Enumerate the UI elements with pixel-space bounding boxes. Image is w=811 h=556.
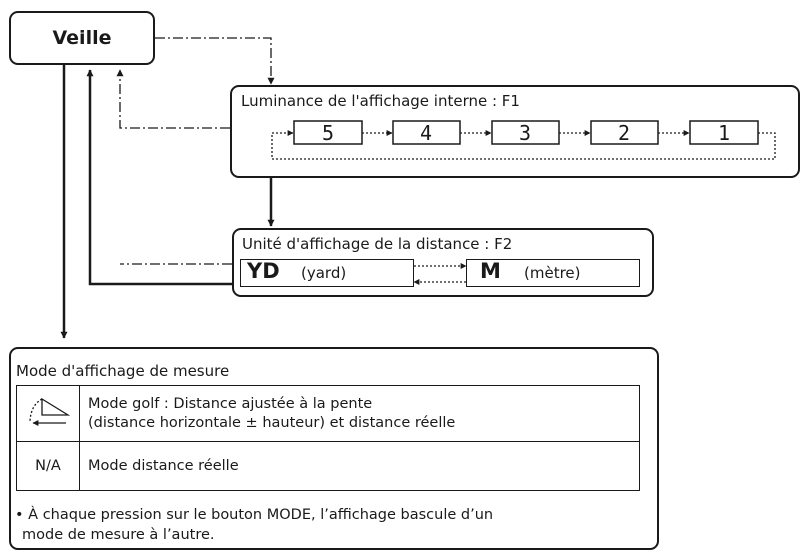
yard-option: YD (yard) <box>240 259 414 287</box>
standby-box: Veille <box>9 11 155 65</box>
meter-code: M <box>480 259 501 283</box>
f1-title: Luminance de l'affichage interne : F1 <box>241 92 520 110</box>
golf-mode-description: Mode golf : Distance ajustée à la pente … <box>79 385 640 442</box>
golf-mode-line-1: Mode golf : Distance ajustée à la pente <box>88 395 373 412</box>
slope-icon <box>29 397 71 426</box>
measurement-mode-title: Mode d'affichage de mesure <box>16 362 230 380</box>
meter-name: (mètre) <box>524 264 581 282</box>
f1-level-5: 5 <box>322 121 334 145</box>
f2-return-connector <box>86 69 232 286</box>
f2-box <box>232 228 654 297</box>
f1-level-labels: 5 4 3 2 1 <box>322 121 730 145</box>
na-label: N/A <box>16 441 80 491</box>
real-distance-mode-description: Mode distance réelle <box>79 441 640 491</box>
mode-note-line-1: • À chaque pression sur le bouton MODE, … <box>15 507 494 523</box>
f1-level-3: 3 <box>519 121 531 145</box>
f1-cycle-arrows <box>271 130 776 160</box>
standby-label: Veille <box>52 27 112 49</box>
yard-name: (yard) <box>301 264 347 282</box>
f2-toggle-arrows <box>413 263 467 285</box>
f2-title: Unité d'affichage de la distance : F2 <box>242 235 513 253</box>
meter-option: M (mètre) <box>466 259 640 287</box>
f1-box <box>230 85 800 178</box>
mode-note-line-2: mode de mesure à l’autre. <box>22 527 215 543</box>
f1-to-standby-connector <box>116 69 230 129</box>
f1-level-boxes <box>293 120 759 145</box>
table-row: Mode golf : Distance ajustée à la pente … <box>16 385 640 442</box>
table-row: N/A Mode distance réelle <box>16 441 640 491</box>
f1-level-1: 1 <box>718 121 730 145</box>
standby-to-f1-connector <box>155 37 275 85</box>
mode-table: Mode golf : Distance ajustée à la pente … <box>16 385 640 491</box>
yard-code: YD <box>247 259 280 283</box>
golf-mode-line-2: (distance horizontale ± hauteur) et dist… <box>88 414 456 431</box>
f1-level-4: 4 <box>420 121 432 145</box>
f1-level-2: 2 <box>618 121 630 145</box>
slope-mode-icon-cell <box>16 385 80 442</box>
